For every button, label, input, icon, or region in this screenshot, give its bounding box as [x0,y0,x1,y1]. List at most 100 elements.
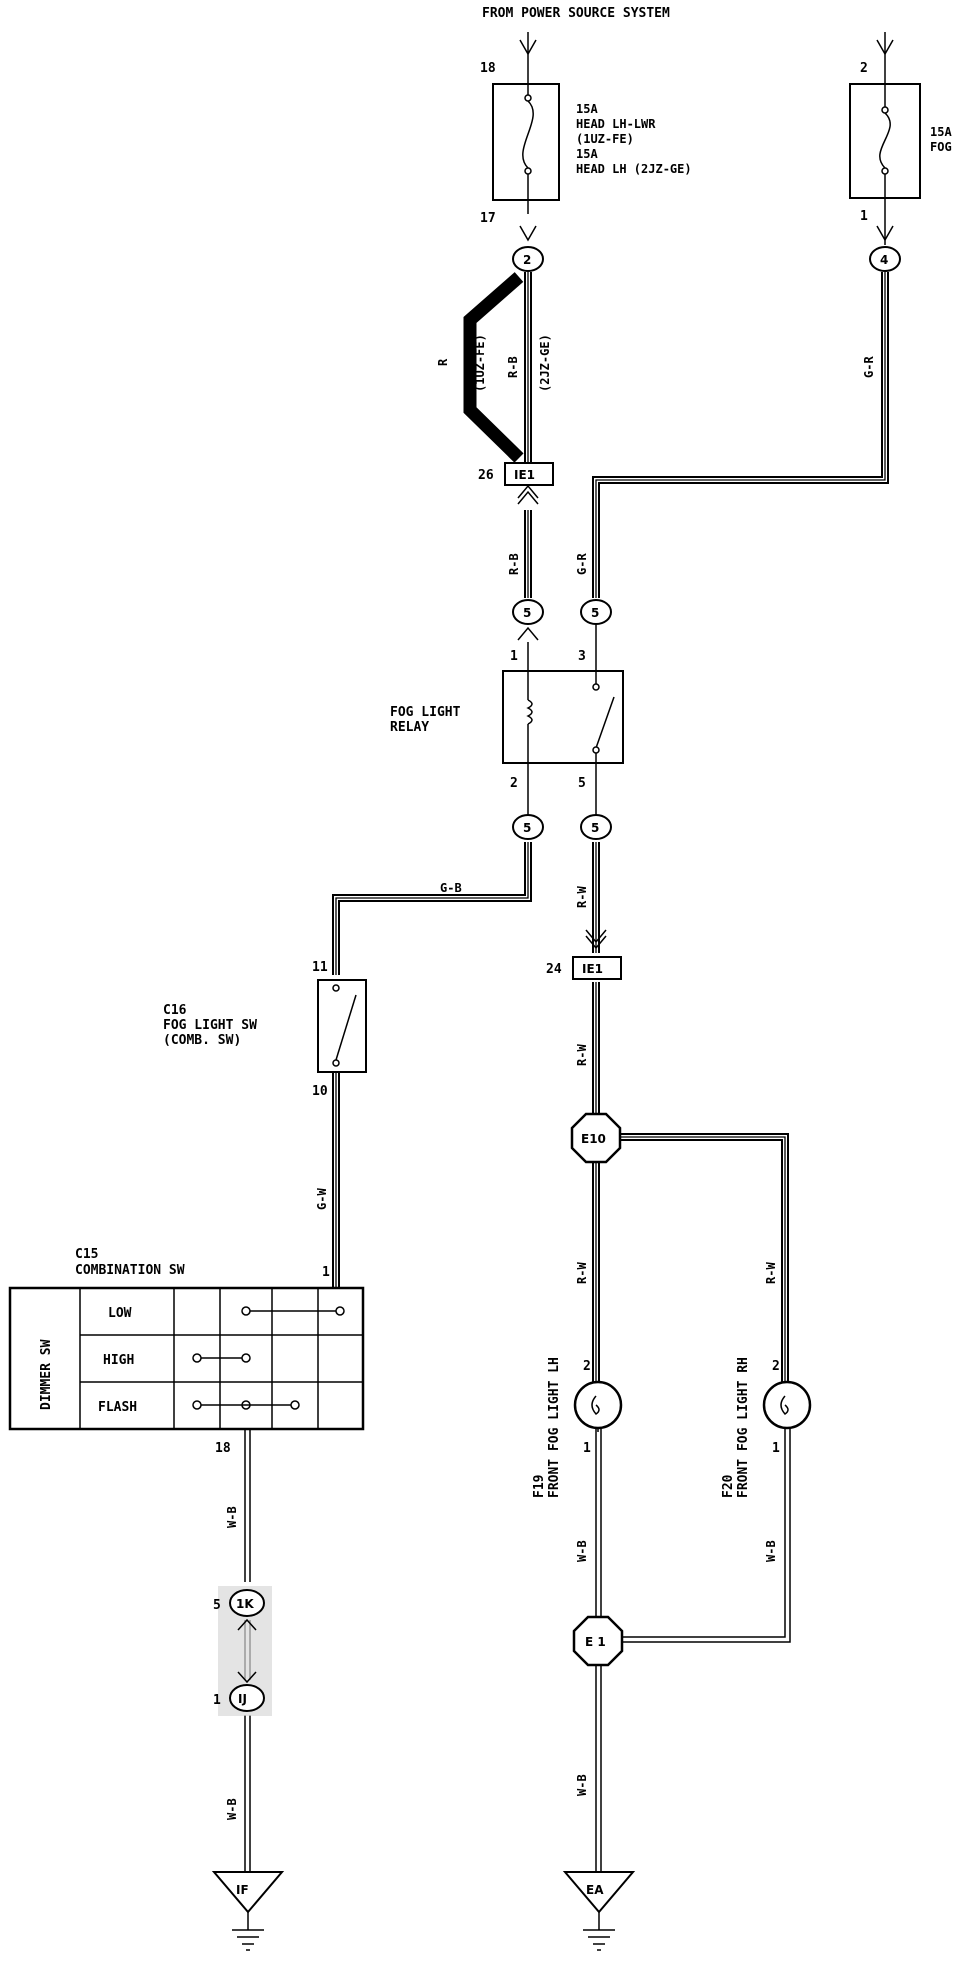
pin-1k: 5 [213,1598,221,1613]
pin-ij: 1 [213,1693,221,1708]
wire-note-2jz: (2JZ-GE) [538,334,552,392]
junction-e10: E10 [570,1112,622,1164]
fuse-right-label-1: 15A [930,125,952,139]
connector-4: 4 [869,246,901,272]
connector-1k: 1K [229,1589,265,1617]
relay-pin-2: 2 [510,776,518,791]
fog-rh-pin-2: 2 [772,1359,780,1374]
fog-lh-id: F19 [532,1475,547,1498]
svg-text:5: 5 [591,606,599,620]
wire-label-gb: G-B [440,881,462,895]
wire-label-r: R [436,358,450,366]
wire-label-wb-3: W-B [575,1540,589,1562]
svg-text:IF: IF [236,1883,249,1897]
svg-text:EA: EA [586,1883,604,1897]
wire-label-rw-1: R-W [575,886,589,908]
svg-text:5: 5 [591,821,599,835]
fog-sw-pin-10: 10 [312,1084,328,1099]
wire-harness [244,272,889,1872]
fuse-right-label-2: FOG [930,140,952,154]
comb-sw-pin-1: 1 [322,1265,330,1280]
wire-label-wb-1: W-B [225,1506,239,1528]
junction-e1: E 1 [572,1615,624,1667]
power-source-title: FROM POWER SOURCE SYSTEM [482,6,670,21]
fuse-left-pin-out: 17 [480,211,496,226]
wire-label-gr-top: G-R [862,356,876,378]
dimmer-sw-label: DIMMER SW [39,1339,54,1410]
svg-text:5: 5 [523,606,531,620]
fuse-left-label-2: HEAD LH-LWR [576,117,656,131]
fog-lh-pin-2: 2 [583,1359,591,1374]
fog-sw-name: FOG LIGHT SW [163,1018,257,1033]
fog-light-switch [317,979,367,1073]
svg-text:E 1: E 1 [585,1635,606,1649]
connector-5-c: 5 [512,814,544,840]
relay-pin-3: 3 [578,649,586,664]
comb-sw-id: C15 [75,1247,98,1262]
svg-text:IJ: IJ [238,1692,247,1706]
svg-text:5: 5 [523,821,531,835]
fog-lh-name: FRONT FOG LIGHT LH [547,1357,562,1498]
comb-sw-pin-18: 18 [215,1441,231,1456]
fuse-left-label-5: HEAD LH (2JZ-GE) [576,162,692,176]
comb-row-flash: FLASH [98,1400,137,1415]
fuse-fog [849,83,921,245]
relay-pin-5: 5 [578,776,586,791]
comb-row-low: LOW [108,1306,132,1321]
wire-label-wb-4: W-B [764,1540,778,1562]
fog-rh-pin-1: 1 [772,1441,780,1456]
arrow-to-c4-icon [876,225,894,242]
fuse-left-pin-in: 18 [480,61,496,76]
fuse-right-pin-out: 1 [860,209,868,224]
arrow-down-ij-icon [237,1671,257,1684]
connector-ie1-top: IE1 [504,462,554,486]
connector-ij: IJ [229,1684,265,1712]
relay-label-2: RELAY [390,720,429,735]
svg-text:IE1: IE1 [582,962,603,976]
relay-pin-1: 1 [510,649,518,664]
feed-arrow-right-icon [876,39,894,56]
arrow-to-c2-icon [519,225,537,242]
svg-text:1K: 1K [236,1597,254,1611]
wire-label-rw-3: R-W [575,1262,589,1284]
svg-text:2: 2 [523,253,531,267]
svg-text:IE1: IE1 [514,468,535,482]
fog-sw-id: C16 [163,1003,187,1018]
connector-5-d: 5 [580,814,612,840]
fog-sw-note: (COMB. SW) [163,1033,241,1048]
wire-label-gw: G-W [315,1188,329,1210]
svg-text:4: 4 [880,253,888,267]
ground-if: IF [211,1871,285,1951]
arrow-up-relay-1-icon [517,626,539,641]
arrow-up-1k-icon [237,1618,257,1631]
svg-text:E10: E10 [581,1132,606,1146]
wire-label-rb-top: R-B [506,356,520,378]
connector-2: 2 [512,246,544,272]
comb-sw-name: COMBINATION SW [75,1263,185,1278]
arrow-down-ie1-1-icon [585,929,607,944]
ie1-top-pin: 26 [478,468,494,483]
relay-label-1: FOG LIGHT [390,705,461,720]
fuse-head-lh [492,70,560,214]
fuse-left-label-4: 15A [576,147,598,161]
wire-label-gr-mid: G-R [575,553,589,575]
fog-rh-id: F20 [721,1474,736,1498]
feed-arrow-left-icon [519,39,537,56]
fuse-left-label-1: 15A [576,102,598,116]
connector-5-a: 5 [512,599,544,625]
ground-ea: EA [562,1871,636,1951]
fog-sw-pin-11: 11 [312,960,328,975]
fog-light-relay [502,624,624,815]
fog-light-rh [762,1380,812,1430]
fog-lh-pin-1: 1 [583,1441,591,1456]
wire-label-rw-2: R-W [575,1044,589,1066]
wire-label-wb-2: W-B [225,1798,239,1820]
fuse-left-label-3: (1UZ-FE) [576,132,634,146]
arrow-up-ie1-2-icon [517,490,539,505]
ie1-bottom-pin: 24 [546,962,562,977]
connector-5-b: 5 [580,599,612,625]
comb-row-high: HIGH [103,1353,134,1368]
wire-note-1uz: (1UZ-FE) [473,334,487,392]
fog-rh-name: FRONT FOG LIGHT RH [736,1357,751,1498]
